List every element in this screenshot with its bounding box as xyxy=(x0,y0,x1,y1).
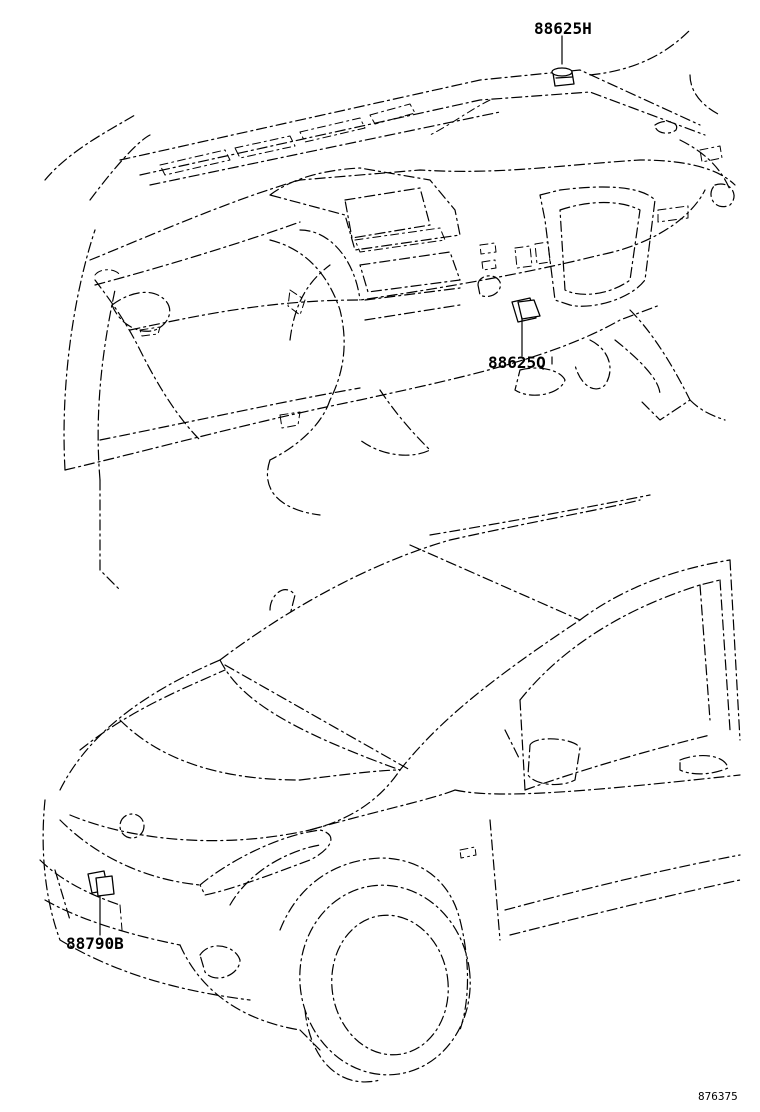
vehicle-illustration xyxy=(39,494,741,1083)
label-88790B: 88790B xyxy=(66,934,124,953)
horn-upper-part xyxy=(551,67,575,87)
switch-center-part xyxy=(511,297,541,357)
dashboard-illustration xyxy=(44,29,736,591)
label-88625Q: 88625Q xyxy=(488,353,546,372)
label-88625H: 88625H xyxy=(534,19,592,38)
sensor-front-part xyxy=(87,870,123,936)
figure-id: 876375 xyxy=(698,1090,738,1103)
